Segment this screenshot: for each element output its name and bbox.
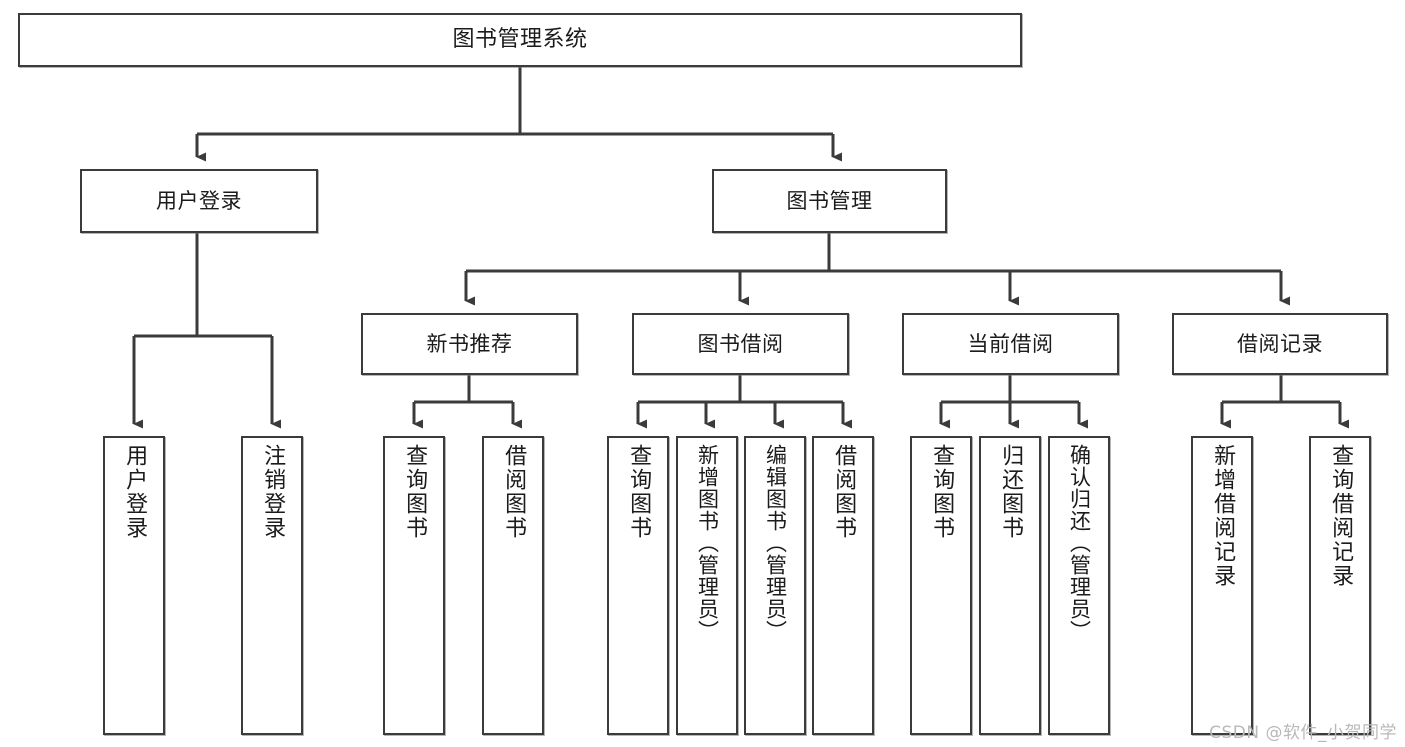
node-current-borrow-label: 当前借阅 [967, 331, 1054, 356]
leaf-add-record[interactable]: 新增借阅记录 [1191, 436, 1253, 735]
leaf-user-login-label: 用户登录 [122, 444, 148, 540]
leaf-add-book-label: 新增图书（管理员） [695, 444, 720, 642]
leaf-borrow-book-2-label: 借阅图书 [831, 444, 857, 540]
node-borrow-record[interactable]: 借阅记录 [1172, 313, 1388, 375]
node-user-login-label: 用户登录 [156, 188, 242, 213]
node-book-manage-label: 图书管理 [786, 188, 873, 213]
node-current-borrow[interactable]: 当前借阅 [902, 313, 1119, 375]
node-borrow-record-label: 借阅记录 [1237, 331, 1323, 356]
leaf-query-book-1-label: 查询图书 [402, 444, 428, 540]
node-root-label: 图书管理系统 [452, 27, 588, 53]
leaf-return-book[interactable]: 归还图书 [979, 436, 1041, 735]
leaf-borrow-book-2[interactable]: 借阅图书 [812, 436, 874, 735]
leaf-confirm-return[interactable]: 确认归还（管理员） [1048, 436, 1110, 735]
node-book-manage[interactable]: 图书管理 [712, 169, 947, 233]
leaf-query-book-2-label: 查询图书 [626, 444, 652, 540]
leaf-return-book-label: 归还图书 [998, 444, 1024, 540]
node-book-borrow-label: 图书借阅 [697, 331, 784, 356]
leaf-query-record-label: 查询借阅记录 [1328, 444, 1354, 588]
leaf-query-book-2[interactable]: 查询图书 [607, 436, 669, 735]
leaf-add-record-label: 新增借阅记录 [1210, 444, 1236, 588]
leaf-edit-book[interactable]: 编辑图书（管理员） [744, 436, 806, 735]
leaf-borrow-book-1[interactable]: 借阅图书 [482, 436, 544, 735]
node-new-book-recommend[interactable]: 新书推荐 [361, 313, 578, 375]
leaf-logout-login-label: 注销登录 [260, 444, 286, 540]
node-book-borrow[interactable]: 图书借阅 [632, 313, 849, 375]
leaf-query-record[interactable]: 查询借阅记录 [1309, 436, 1371, 735]
leaf-logout-login[interactable]: 注销登录 [241, 436, 303, 735]
leaf-edit-book-label: 编辑图书（管理员） [763, 444, 788, 642]
leaf-query-book-3-label: 查询图书 [929, 444, 955, 540]
node-new-book-recommend-label: 新书推荐 [426, 331, 513, 356]
leaf-add-book[interactable]: 新增图书（管理员） [676, 436, 738, 735]
leaf-query-book-1[interactable]: 查询图书 [383, 436, 445, 735]
leaf-query-book-3[interactable]: 查询图书 [910, 436, 972, 735]
leaf-user-login[interactable]: 用户登录 [103, 436, 165, 735]
csdn-watermark: CSDN @软件_小贺同学 [1209, 723, 1397, 743]
node-root[interactable]: 图书管理系统 [18, 13, 1022, 67]
leaf-borrow-book-1-label: 借阅图书 [501, 444, 527, 540]
leaf-confirm-return-label: 确认归还（管理员） [1067, 444, 1092, 642]
node-user-login[interactable]: 用户登录 [80, 169, 318, 233]
